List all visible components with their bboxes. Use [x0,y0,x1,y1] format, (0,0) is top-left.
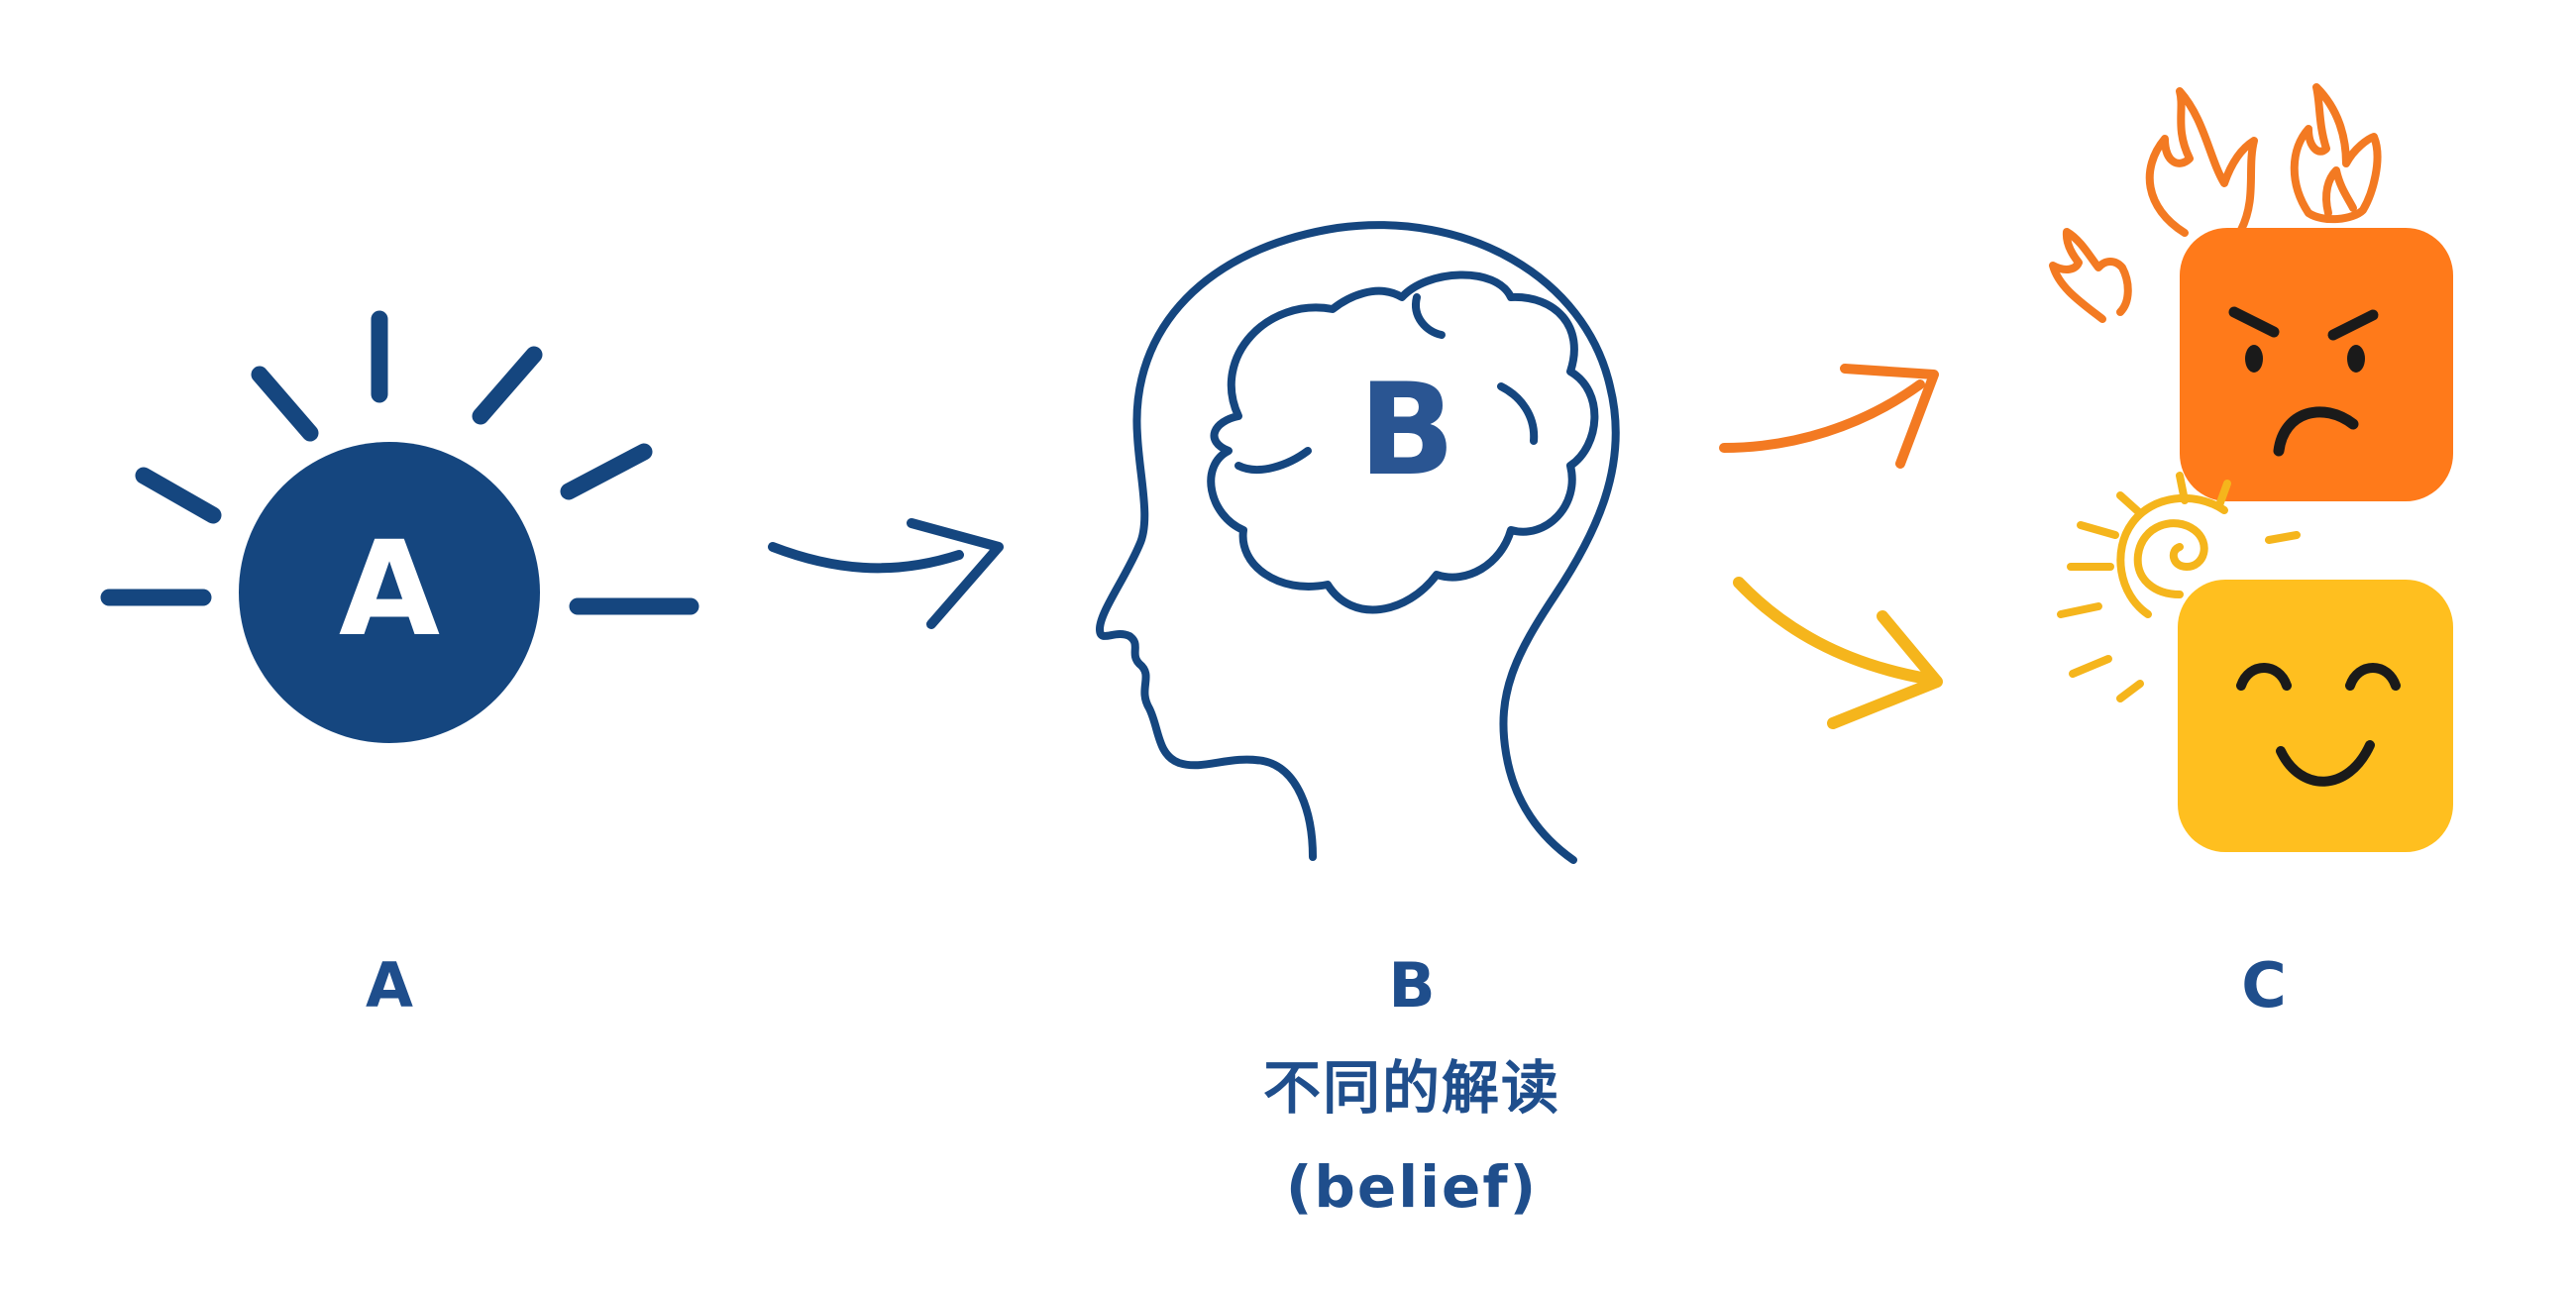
sun-spiral-icon [2057,472,2301,702]
event-icon-letter: A [339,513,440,666]
event-caption: A [366,949,413,1022]
belief-caption: B [1388,949,1436,1022]
event-a-node: A [100,310,699,743]
belief-subtitle: 不同的解读 [1262,1054,1560,1122]
arrow-b-to-happy [1733,577,1943,729]
happy-face-node [2057,472,2453,852]
flame-icon [2049,83,2382,323]
head-brain-icon [1096,221,1620,864]
event-circle [239,442,540,743]
consequence-caption: C [2241,949,2287,1022]
angry-face-features [2228,306,2379,457]
angry-face-tile [2180,228,2453,501]
arrow-b-to-angry [1719,364,1939,469]
sun-rays-icon [100,310,699,615]
happy-face-tile [2178,580,2453,852]
belief-icon-letter: B [1358,357,1455,504]
happy-face-features [2236,663,2401,787]
belief-subtitle-en: (belief) [1285,1153,1539,1221]
arrow-a-to-b [768,518,1004,629]
angry-face-node [2049,83,2453,501]
